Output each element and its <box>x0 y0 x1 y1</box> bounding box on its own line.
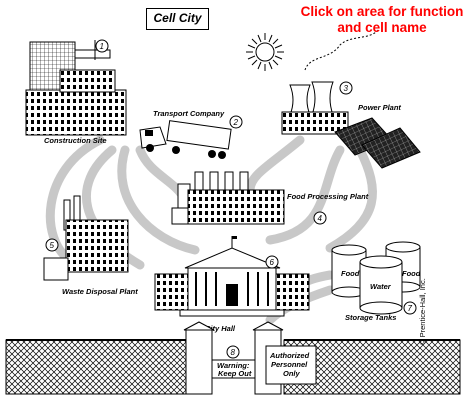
area-5-number: 5 <box>50 241 55 250</box>
area-8-number: 8 <box>231 348 236 357</box>
area-2-number: 2 <box>233 118 239 127</box>
area-2-number-circle <box>229 115 243 129</box>
gate-sign-line2: Personnel <box>271 360 308 369</box>
sun-icon <box>246 33 284 71</box>
area-3-number-circle <box>339 81 353 95</box>
area-5-number-circle <box>45 238 59 252</box>
copyright-text: © Prentice-Hall, Inc. <box>418 278 427 345</box>
gate-sign-line3: Only <box>283 369 300 378</box>
transport-company-label: Transport Company <box>153 109 225 118</box>
power-plant-label: Power Plant <box>358 103 401 112</box>
security-gate[interactable] <box>5 321 461 395</box>
construction-site-label: Construction Site <box>44 136 107 145</box>
instruction-text: Click on area for function and cell name <box>300 4 464 35</box>
area-4-number: 4 <box>318 214 323 223</box>
area-6-number: 6 <box>270 258 275 267</box>
waste-disposal-plant[interactable] <box>43 195 129 281</box>
area-4-number-circle <box>313 211 327 225</box>
area-7-number: 7 <box>408 304 413 313</box>
waste-disposal-plant-label: Waste Disposal Plant <box>62 287 138 296</box>
tank-water-label: Water <box>370 282 392 291</box>
tank-food-left-label: Food <box>341 269 360 278</box>
transport-company[interactable] <box>139 120 232 159</box>
food-processing-plant-label: Food Processing Plant <box>287 192 369 201</box>
food-processing-plant[interactable] <box>171 171 285 225</box>
warning-sign-line2: Keep Out <box>218 369 252 378</box>
tank-food-right-label: Food <box>402 269 421 278</box>
city-hall-label: City Hall <box>205 324 236 333</box>
city-hall[interactable] <box>154 236 310 317</box>
power-plant[interactable] <box>281 29 421 169</box>
warning-sign-line1: Warning: <box>217 361 250 370</box>
construction-site[interactable] <box>25 40 127 136</box>
storage-tanks-label: Storage Tanks <box>345 313 396 322</box>
area-1-number: 1 <box>100 42 104 51</box>
page-title: Cell City <box>146 8 209 30</box>
area-1-number-circle <box>95 39 109 53</box>
storage-tanks[interactable] <box>331 241 421 315</box>
area-3-number: 3 <box>344 84 349 93</box>
area-7-number-circle <box>403 301 417 315</box>
area-8-number-circle <box>226 345 240 359</box>
area-6-number-circle <box>265 255 279 269</box>
gate-sign-line1: Authorized <box>269 351 310 360</box>
